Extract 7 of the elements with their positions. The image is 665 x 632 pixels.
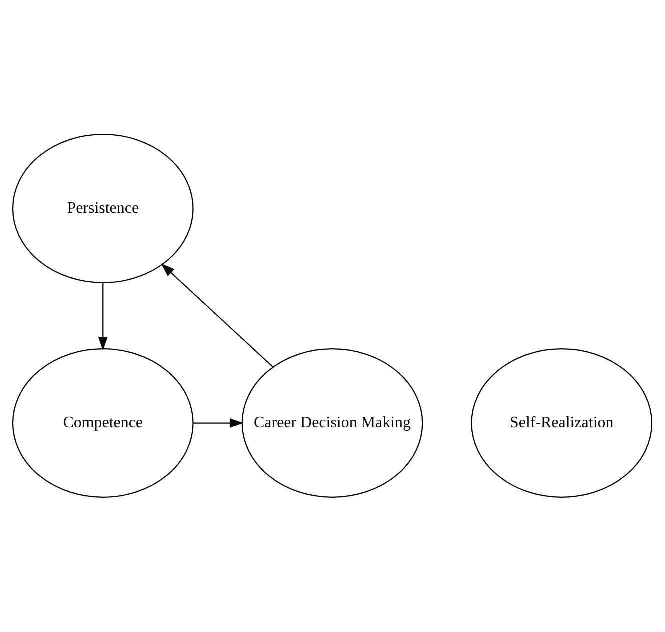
node-ellipse: Self-Realization bbox=[471, 348, 653, 498]
node-ellipse: Competence bbox=[12, 348, 194, 498]
node-ellipse: Persistence bbox=[12, 134, 194, 284]
node-ellipse: Career Decision Making bbox=[242, 348, 424, 498]
arrow bbox=[161, 264, 274, 368]
arrow bbox=[98, 282, 108, 351]
arrow bbox=[194, 418, 244, 428]
